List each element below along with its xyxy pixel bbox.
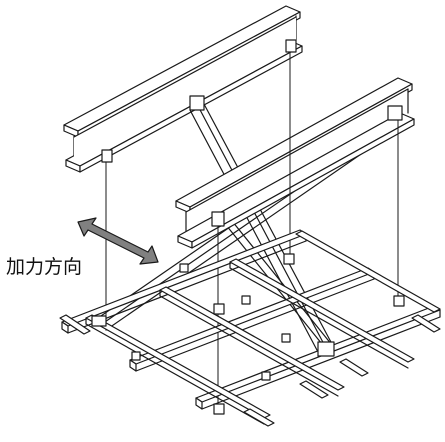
ceiling-grid-frame xyxy=(59,229,441,427)
front-h-beam xyxy=(175,77,415,249)
hanger-rods xyxy=(105,49,399,413)
back-h-beam xyxy=(63,5,303,173)
load-direction-arrow xyxy=(77,217,159,265)
load-direction-label: 加力方向 xyxy=(6,256,83,278)
connector-clips xyxy=(91,39,405,415)
